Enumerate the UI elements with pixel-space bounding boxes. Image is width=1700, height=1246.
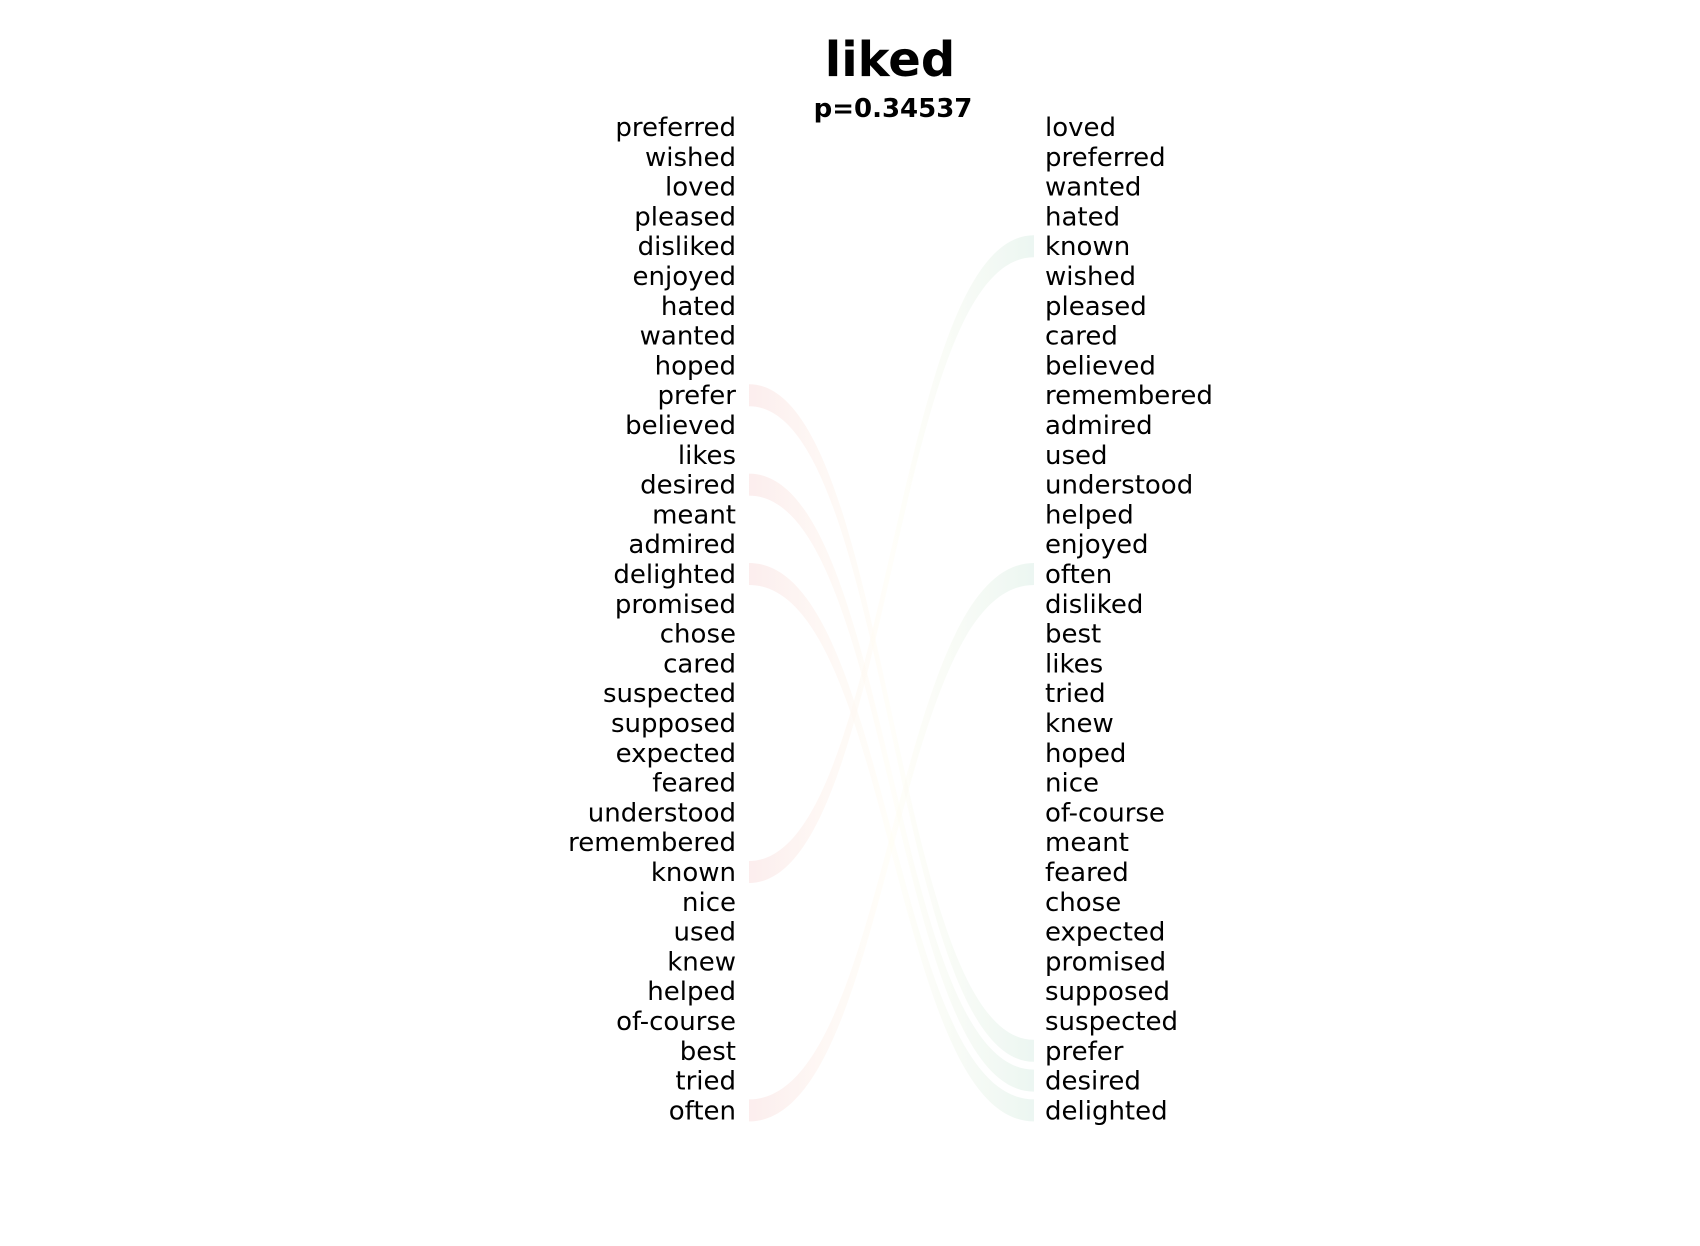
left-word-label: often	[669, 1096, 736, 1126]
left-word-label: loved	[665, 173, 736, 203]
right-word-label: delighted	[1045, 1096, 1168, 1126]
right-word-label: expected	[1045, 918, 1165, 948]
left-word-label: likes	[678, 441, 736, 471]
left-word-label: nice	[682, 888, 736, 918]
left-word-label: of-course	[616, 1007, 736, 1037]
left-word-label: wanted	[640, 322, 736, 352]
left-word-label: supposed	[611, 709, 736, 739]
left-word-label: hoped	[655, 351, 736, 381]
right-word-label: known	[1045, 232, 1130, 262]
right-word-label: prefer	[1045, 1037, 1124, 1067]
right-word-label: suspected	[1045, 1007, 1178, 1037]
left-word-label: delighted	[613, 560, 736, 590]
right-word-label: preferred	[1045, 143, 1166, 173]
left-word-label: expected	[616, 739, 736, 769]
right-word-label: enjoyed	[1045, 530, 1149, 560]
right-word-label: understood	[1045, 471, 1193, 501]
right-word-label: best	[1045, 620, 1101, 650]
right-word-label: wanted	[1045, 173, 1141, 203]
left-word-label: cared	[663, 649, 736, 679]
links-layer	[749, 235, 1034, 1122]
left-word-label: admired	[628, 530, 736, 560]
right-word-label: likes	[1045, 649, 1103, 679]
right-word-label: hoped	[1045, 739, 1126, 769]
left-word-label: pleased	[634, 202, 736, 232]
left-word-label: knew	[667, 947, 736, 977]
right-word-label: often	[1045, 560, 1112, 590]
right-word-label: cared	[1045, 322, 1118, 352]
left-word-label: hated	[661, 292, 736, 322]
link-band-known	[749, 235, 1034, 883]
right-word-label: helped	[1045, 500, 1134, 530]
left-word-label: understood	[588, 798, 736, 828]
right-word-label: meant	[1045, 828, 1129, 858]
right-word-label: hated	[1045, 202, 1120, 232]
chart-title: liked	[825, 32, 955, 88]
left-word-label: known	[651, 858, 736, 888]
right-word-label: loved	[1045, 113, 1116, 143]
left-word-label: enjoyed	[633, 262, 737, 292]
chart-subtitle: p=0.34537	[814, 94, 973, 124]
left-word-label: tried	[675, 1067, 736, 1097]
left-word-label: helped	[647, 977, 736, 1007]
right-word-label: nice	[1045, 769, 1099, 799]
right-word-label: believed	[1045, 351, 1156, 381]
left-word-label: wished	[645, 143, 736, 173]
left-word-label: prefer	[658, 381, 737, 411]
right-word-label: desired	[1045, 1067, 1141, 1097]
left-word-label: feared	[652, 769, 736, 799]
right-word-label: wished	[1045, 262, 1136, 292]
right-word-label: used	[1045, 441, 1108, 471]
left-word-label: best	[680, 1037, 736, 1067]
right-word-label: remembered	[1045, 381, 1213, 411]
left-word-label: promised	[615, 590, 736, 620]
right-word-label: feared	[1045, 858, 1129, 888]
left-word-label: desired	[640, 471, 736, 501]
left-word-column: preferredwishedlovedpleaseddislikedenjoy…	[568, 113, 736, 1126]
left-word-label: suspected	[603, 679, 736, 709]
link-band-often	[749, 563, 1034, 1122]
left-word-label: meant	[652, 500, 736, 530]
link-band-desired	[749, 473, 1034, 1092]
left-word-label: preferred	[615, 113, 736, 143]
right-word-column: lovedpreferredwantedhatedknownwishedplea…	[1045, 113, 1213, 1126]
left-word-label: chose	[660, 620, 736, 650]
left-word-label: used	[673, 918, 736, 948]
right-word-label: of-course	[1045, 798, 1165, 828]
right-word-label: admired	[1045, 411, 1153, 441]
left-word-label: disliked	[638, 232, 736, 262]
right-word-label: supposed	[1045, 977, 1170, 1007]
left-word-label: believed	[625, 411, 736, 441]
right-word-label: chose	[1045, 888, 1121, 918]
right-word-label: disliked	[1045, 590, 1143, 620]
right-word-label: pleased	[1045, 292, 1147, 322]
right-word-label: promised	[1045, 947, 1166, 977]
right-word-label: tried	[1045, 679, 1106, 709]
link-band-prefer	[749, 384, 1034, 1062]
left-word-label: remembered	[568, 828, 736, 858]
right-word-label: knew	[1045, 709, 1114, 739]
